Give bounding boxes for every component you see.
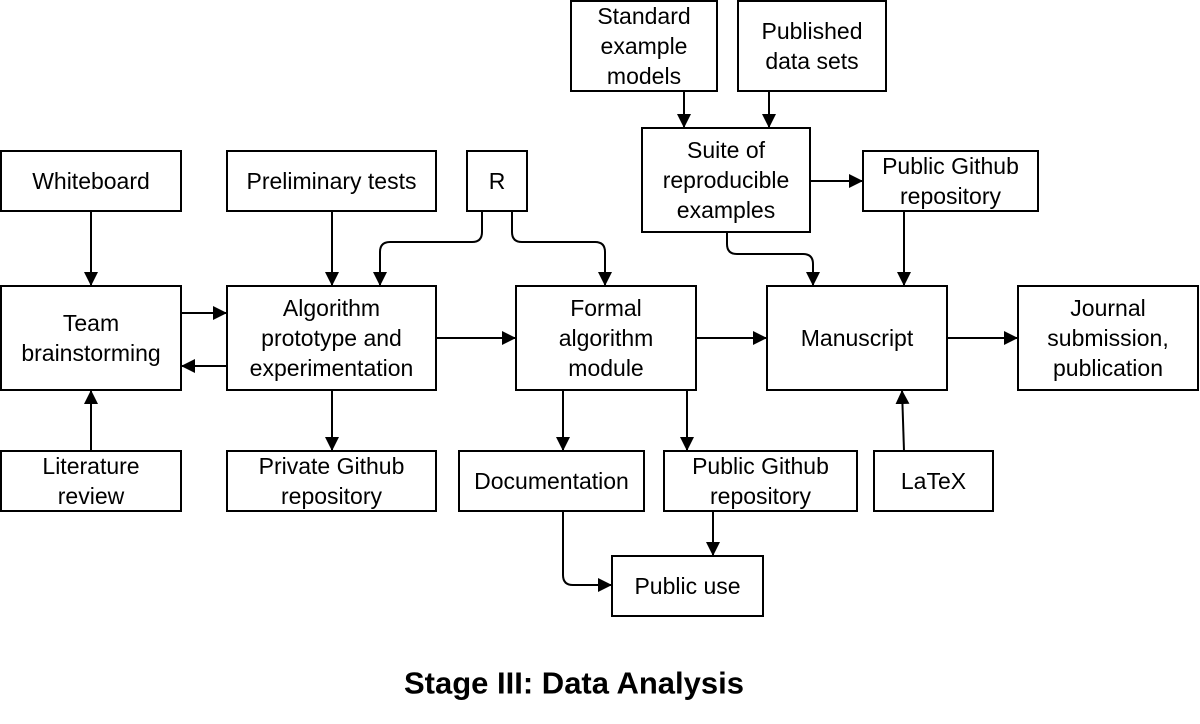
node-documentation-box: [458, 450, 645, 512]
boxes: Whiteboard Preliminary tests R Standard exam…: [0, 0, 1199, 617]
node-whiteboard: Whiteboard: [0, 150, 182, 212]
node-formal-algorithm-module-label-line: Formal: [570, 295, 642, 321]
node-manuscript-label-line: Manuscript: [801, 325, 914, 351]
node-team-brainstorming-box: [0, 285, 182, 391]
node-whiteboard-label-line: Whiteboard: [32, 168, 150, 194]
node-preliminary-tests-label-line: Preliminary tests: [247, 168, 417, 194]
node-public-github-repo-top-label-line: Public Github: [882, 153, 1019, 179]
node-public-github-repo-bottom: Public Github repository: [663, 450, 858, 512]
node-private-github-repo-box: [226, 450, 437, 512]
node-standard-example-models-label-line: models: [607, 63, 681, 89]
node-latex-box: [873, 450, 994, 512]
arrow-latex-to-manuscript: [895, 389, 910, 452]
arrow-suite-reproducible-examples-to-manuscript: [726, 232, 820, 286]
node-r: R: [466, 150, 528, 212]
node-literature-review: Literature review: [0, 450, 182, 512]
arrow-documentation-to-public-use: [562, 511, 612, 592]
node-algorithm-prototype-label-line: Algorithm: [283, 295, 380, 321]
node-public-use-box: [611, 555, 764, 617]
node-manuscript: Manuscript: [766, 285, 948, 391]
node-latex-label-line: LaTeX: [901, 468, 966, 494]
node-team-brainstorming-label-line: Team: [63, 310, 119, 336]
node-r-label-line: R: [489, 168, 506, 194]
node-published-data-sets-label-line: data sets: [765, 48, 858, 74]
node-r-box: [466, 150, 528, 212]
node-whiteboard-box: [0, 150, 182, 212]
node-journal-submission-label-line: publication: [1053, 355, 1163, 381]
node-formal-algorithm-module-label-line: algorithm: [559, 325, 654, 351]
node-public-github-repo-bottom-label-line: Public Github: [692, 453, 829, 479]
node-formal-algorithm-module: Formal algorithm module: [515, 285, 697, 391]
node-journal-submission-label-line: Journal: [1070, 295, 1145, 321]
node-public-use-label-line: Public use: [634, 573, 740, 599]
node-published-data-sets-label-line: Published: [761, 18, 862, 44]
diagram-title: Stage III: Data Analysis: [404, 666, 744, 701]
node-public-github-repo-top: Public Github repository: [862, 150, 1039, 212]
node-public-use: Public use: [611, 555, 764, 617]
arrow-r-to-algorithm-prototype: [373, 211, 483, 286]
node-formal-algorithm-module-box: [515, 285, 697, 391]
connectors: [84, 91, 1018, 592]
node-journal-submission: Journal submission, publication: [1017, 285, 1199, 391]
node-journal-submission-box: [1017, 285, 1199, 391]
node-preliminary-tests: Preliminary tests: [226, 150, 437, 212]
node-suite-reproducible-examples-box: [641, 127, 811, 233]
node-standard-example-models-box: [570, 0, 718, 92]
node-standard-example-models-label-line: example: [601, 33, 688, 59]
node-private-github-repo-label-line: repository: [281, 483, 382, 509]
node-latex: LaTeX: [873, 450, 994, 512]
node-private-github-repo: Private Github repository: [226, 450, 437, 512]
node-public-github-repo-bottom-label-line: repository: [710, 483, 811, 509]
node-literature-review-box: [0, 450, 182, 512]
node-formal-algorithm-module-label-line: module: [568, 355, 643, 381]
node-suite-reproducible-examples: Suite of reproducible examples: [641, 127, 811, 233]
node-team-brainstorming-label-line: brainstorming: [21, 340, 160, 366]
node-literature-review-label-line: Literature: [42, 453, 139, 479]
node-algorithm-prototype-label-line: prototype and: [261, 325, 402, 351]
node-public-github-repo-top-box: [862, 150, 1039, 212]
node-team-brainstorming: Team brainstorming: [0, 285, 182, 391]
node-documentation-label-line: Documentation: [474, 468, 629, 494]
node-preliminary-tests-box: [226, 150, 437, 212]
node-suite-reproducible-examples-label-line: examples: [677, 197, 775, 223]
node-journal-submission-label-line: submission,: [1047, 325, 1168, 351]
node-standard-example-models: Standard example models: [570, 0, 718, 92]
node-suite-reproducible-examples-label-line: Suite of: [687, 137, 766, 163]
node-published-data-sets-box: [737, 0, 887, 92]
node-public-github-repo-bottom-box: [663, 450, 858, 512]
node-manuscript-box: [766, 285, 948, 391]
node-published-data-sets: Published data sets: [737, 0, 887, 92]
arrow-r-to-formal-algorithm-module: [511, 211, 612, 286]
node-public-github-repo-top-label-line: repository: [900, 183, 1001, 209]
node-algorithm-prototype-box: [226, 285, 437, 391]
node-suite-reproducible-examples-label-line: reproducible: [663, 167, 790, 193]
node-literature-review-label-line: review: [58, 483, 125, 509]
node-documentation: Documentation: [458, 450, 645, 512]
node-private-github-repo-label-line: Private Github: [259, 453, 405, 479]
node-standard-example-models-label-line: Standard: [597, 3, 690, 29]
node-algorithm-prototype: Algorithm prototype and experimentation: [226, 285, 437, 391]
node-algorithm-prototype-label-line: experimentation: [250, 355, 414, 381]
